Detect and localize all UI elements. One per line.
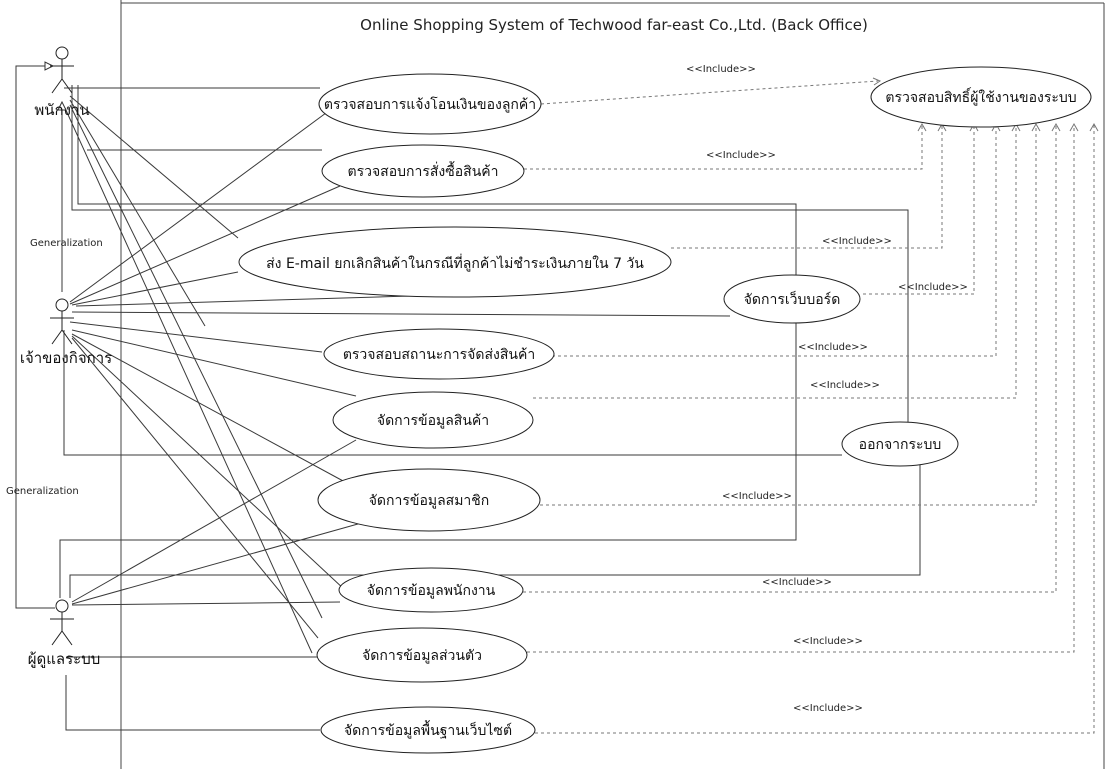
actor-head	[55, 46, 69, 60]
include-label: <<Include>>	[798, 342, 868, 353]
use-case-send-email: ส่ง E-mail ยกเลิกสินค้าในกรณีที่ลูกค้าไม…	[238, 226, 672, 298]
use-case-label: ตรวจสอบสถานะการจัดส่งสินค้า	[343, 347, 535, 363]
use-case-label: ส่ง E-mail ยกเลิกสินค้าในกรณีที่ลูกค้าไม…	[266, 254, 644, 272]
use-case-check-transfer: ตรวจสอบการแจ้งโอนเงินของลูกค้า	[318, 73, 542, 135]
association-lines	[59, 85, 921, 731]
generalization-arrows	[15, 61, 67, 609]
generalization-arrowhead	[44, 61, 55, 71]
use-case-label: จัดการข้อมูลพื้นฐานเว็บไซต์	[344, 720, 512, 739]
include-label: <<Include>>	[686, 64, 756, 75]
actor-head	[55, 599, 69, 613]
use-case-label: ออกจากระบบ	[859, 437, 942, 453]
actor-owner	[50, 298, 74, 345]
use-case-label: จัดการข้อมูลสินค้า	[377, 413, 489, 429]
use-case-check-permission: ตรวจสอบสิทธิ์ผู้ใช้งานของระบบ	[870, 66, 1092, 128]
use-case-manage-personal: จัดการข้อมูลส่วนตัว	[316, 627, 528, 683]
actor-label-admin: ผู้ดูแลระบบ	[28, 650, 101, 668]
include-lines	[523, 80, 1095, 734]
generalization-arrowhead	[57, 100, 67, 111]
actor-head	[55, 298, 69, 312]
include-label: <<Include>>	[898, 282, 968, 293]
system-title: Online Shopping System of Techwood far-e…	[360, 16, 868, 34]
use-case-manage-website: จัดการข้อมูลพื้นฐานเว็บไซต์	[320, 706, 536, 754]
use-case-manage-employee: จัดการข้อมูลพนักงาน	[338, 567, 524, 613]
actor-admin	[50, 599, 74, 646]
include-label: <<Include>>	[793, 703, 863, 714]
use-case-check-order: ตรวจสอบการสั่งซื้อสินค้า	[321, 144, 525, 198]
use-case-manage-product: จัดการข้อมูลสินค้า	[332, 391, 534, 449]
include-label: <<Include>>	[822, 236, 892, 247]
system-boundary	[120, 0, 1105, 769]
use-case-label: จัดการเว็บบอร์ด	[744, 290, 841, 308]
actor-employee	[50, 46, 74, 94]
use-case-check-shipping: ตรวจสอบสถานะการจัดส่งสินค้า	[323, 328, 555, 380]
use-case-label: ตรวจสอบการแจ้งโอนเงินของลูกค้า	[324, 96, 536, 113]
use-case-label: จัดการข้อมูลพนักงาน	[367, 583, 496, 599]
use-case-label: จัดการข้อมูลส่วนตัว	[362, 648, 482, 664]
use-case-manage-board: จัดการเว็บบอร์ด	[723, 274, 861, 324]
use-case-manage-member: จัดการข้อมูลสมาชิก	[317, 468, 541, 532]
actor-label-employee: พนักงาน	[34, 101, 89, 119]
use-case-label: ตรวจสอบการสั่งซื้อสินค้า	[347, 161, 498, 180]
include-label: <<Include>>	[793, 636, 863, 647]
use-case-label: จัดการข้อมูลสมาชิก	[369, 493, 490, 509]
generalization-label-lower: Generalization	[6, 486, 79, 497]
include-label: <<Include>>	[706, 150, 776, 161]
use-case-label: ตรวจสอบสิทธิ์ผู้ใช้งานของระบบ	[885, 87, 1076, 106]
include-label: <<Include>>	[722, 491, 792, 502]
actor-label-owner: เจ้าของกิจการ	[20, 349, 112, 367]
use-case-logout: ออกจากระบบ	[841, 421, 959, 467]
generalization-label-upper: Generalization	[30, 238, 103, 249]
include-label: <<Include>>	[762, 577, 832, 588]
include-label: <<Include>>	[810, 380, 880, 391]
